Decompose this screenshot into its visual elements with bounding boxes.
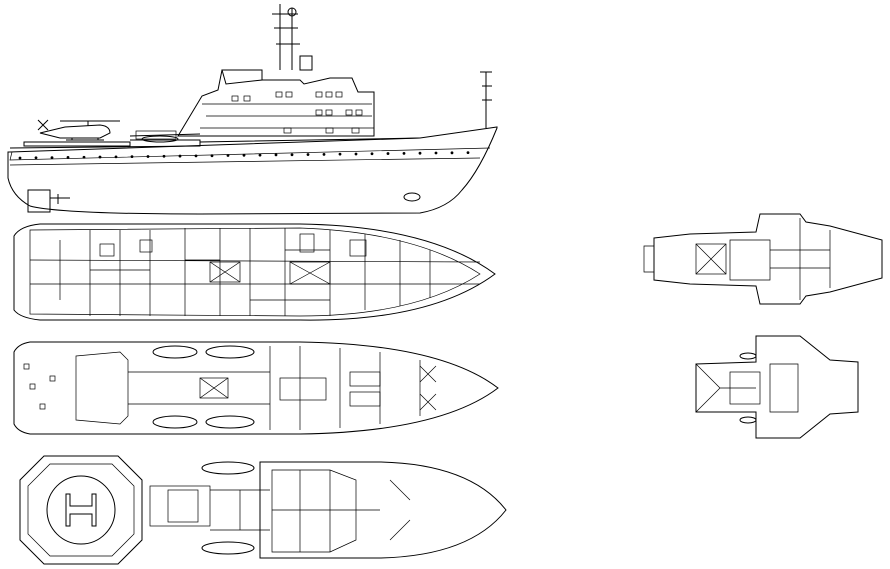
porthole xyxy=(50,156,54,160)
superstructure xyxy=(177,69,375,137)
porthole xyxy=(354,152,358,156)
mast-icon xyxy=(272,4,313,71)
porthole xyxy=(194,154,198,158)
windows xyxy=(231,91,363,134)
lower-deck-plan xyxy=(13,223,496,321)
upper-deck-helideck-plan xyxy=(19,455,507,565)
porthole xyxy=(226,154,230,157)
porthole xyxy=(178,154,182,158)
porthole xyxy=(98,155,102,159)
porthole xyxy=(274,153,278,157)
porthole xyxy=(66,156,70,159)
portholes xyxy=(18,151,470,160)
bridge-deck-plan xyxy=(643,213,883,305)
bow-emblem xyxy=(403,192,421,202)
porthole xyxy=(322,152,326,156)
porthole xyxy=(18,156,22,160)
helicopter-icon xyxy=(37,119,120,141)
porthole xyxy=(450,151,454,155)
main-deck-plan xyxy=(13,341,499,435)
porthole xyxy=(130,155,134,159)
porthole xyxy=(162,154,166,158)
helipad-h-marking-icon xyxy=(65,493,97,527)
porthole xyxy=(434,151,438,155)
porthole xyxy=(402,151,406,155)
porthole xyxy=(210,154,214,158)
porthole xyxy=(370,152,374,156)
porthole xyxy=(418,151,422,155)
helipad xyxy=(19,455,143,565)
porthole xyxy=(82,155,86,159)
compass-deck-plan xyxy=(695,335,859,439)
porthole xyxy=(466,151,470,155)
helideck xyxy=(23,141,131,147)
porthole xyxy=(290,153,294,157)
porthole xyxy=(258,153,262,157)
lifeboat-icon xyxy=(152,345,255,429)
porthole xyxy=(386,152,390,155)
rudder xyxy=(27,189,51,213)
porthole xyxy=(338,152,342,156)
porthole xyxy=(114,155,118,159)
porthole xyxy=(306,153,310,156)
porthole xyxy=(146,155,150,158)
porthole xyxy=(34,156,38,160)
hull-outline xyxy=(7,126,498,215)
fore-mast xyxy=(480,71,492,128)
porthole xyxy=(242,153,246,157)
side-elevation xyxy=(7,4,498,215)
